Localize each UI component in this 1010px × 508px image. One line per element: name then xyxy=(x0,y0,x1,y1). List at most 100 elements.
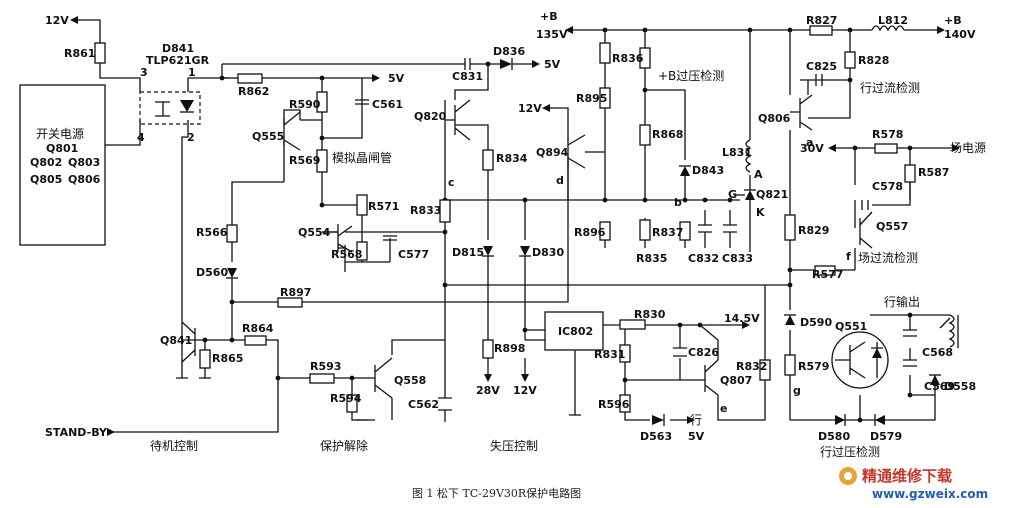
ic802-box xyxy=(544,311,604,351)
label-28v: 28V xyxy=(476,384,500,397)
label-node-k: K xyxy=(756,206,765,219)
label-release: 保护解除 xyxy=(320,438,368,453)
label-d579: D579 xyxy=(870,430,902,443)
label-node-b: b xyxy=(674,196,682,209)
label-c833: C833 xyxy=(722,252,753,265)
resistors xyxy=(94,25,916,413)
label-r827: R827 xyxy=(806,14,837,27)
label-power-title: 开关电源 xyxy=(36,127,84,141)
label-d836: D836 xyxy=(493,45,525,58)
label-q894: Q894 xyxy=(536,146,569,159)
label-q820: Q820 xyxy=(414,110,447,123)
label-r587: R587 xyxy=(918,166,949,179)
label-tlp621gr: TLP621GR xyxy=(146,54,210,67)
label-r579: R579 xyxy=(798,360,829,373)
label-r837: R837 xyxy=(652,226,683,239)
watermark-url: www.gzweix.com xyxy=(872,487,988,501)
label-d843: D843 xyxy=(692,164,724,177)
label-standby-ctrl: 待机控制 xyxy=(150,439,198,453)
label-q806-box: Q806 xyxy=(68,173,101,186)
label-d830: D830 xyxy=(532,246,564,259)
label-c569: C569 xyxy=(924,380,955,393)
label-b140: +B xyxy=(944,14,962,27)
label-5v-bot: 5V xyxy=(688,430,705,443)
power-supply-box xyxy=(19,84,106,246)
label-r829: R829 xyxy=(798,224,829,237)
label-line-oc: 行过流检测 xyxy=(860,80,920,95)
label-q554: Q554 xyxy=(298,226,331,239)
label-c825: C825 xyxy=(806,60,837,73)
label-q807: Q807 xyxy=(720,374,752,387)
label-r835: R835 xyxy=(636,252,667,265)
label-r566: R566 xyxy=(196,226,228,239)
label-pin4: 4 xyxy=(137,131,145,144)
label-line-out-arrow: 行 xyxy=(690,413,702,427)
optocoupler-box xyxy=(139,91,201,125)
label-q801: Q801 xyxy=(46,142,78,155)
label-5v-b: 5V xyxy=(544,58,561,71)
junctions xyxy=(202,27,913,423)
label-c826: C826 xyxy=(688,346,719,359)
label-node-d: d xyxy=(556,174,564,187)
wires xyxy=(75,19,955,433)
label-q841: Q841 xyxy=(160,334,192,347)
label-r596: R596 xyxy=(598,398,630,411)
watermark: 精通维修下载 www.gzweix.com xyxy=(839,467,988,501)
label-d563: D563 xyxy=(640,430,672,443)
label-d815: D815 xyxy=(452,246,484,259)
transistors xyxy=(181,94,889,399)
label-r569: R569 xyxy=(289,154,320,167)
label-c561: C561 xyxy=(372,98,403,111)
label-r593: R593 xyxy=(310,360,341,373)
label-c832: C832 xyxy=(688,252,719,265)
label-standby-in: STAND-BY xyxy=(45,426,108,439)
label-node-e: e xyxy=(720,402,727,415)
label-12v-top: 12V xyxy=(45,14,69,27)
label-d590: D590 xyxy=(800,316,832,329)
label-q821: Q821 xyxy=(756,188,788,201)
label-q802: Q802 xyxy=(30,156,62,169)
label-b135: +B xyxy=(540,10,558,23)
label-pin3: 3 xyxy=(140,66,148,79)
label-r834: R834 xyxy=(496,152,528,165)
label-line-output: 行输出 xyxy=(884,294,920,309)
label-node-c: c xyxy=(448,176,455,189)
label-r571: R571 xyxy=(368,200,399,213)
label-r831: R831 xyxy=(594,348,625,361)
label-scr: 模拟晶闸管 xyxy=(332,150,392,165)
label-r864: R864 xyxy=(242,322,274,335)
label-q806: Q806 xyxy=(758,112,791,125)
label-r568: R568 xyxy=(331,248,362,261)
label-field-oc: 场过流检测 xyxy=(858,250,918,265)
label-140v: 140V xyxy=(944,28,976,41)
label-node-g-upper: G xyxy=(728,188,737,201)
label-5v-a: 5V xyxy=(388,72,405,85)
watermark-name: 精通维修下载 xyxy=(862,467,952,485)
label-c568: C568 xyxy=(922,346,953,359)
label-line-ov: 行过压检测 xyxy=(820,444,880,459)
figure-caption: 图 1 松下 TC-29V30R保护电路图 xyxy=(412,486,581,500)
label-r896: R896 xyxy=(574,226,606,239)
label-r897: R897 xyxy=(280,286,311,299)
capacitors xyxy=(355,58,917,411)
diodes xyxy=(226,58,941,426)
label-c831: C831 xyxy=(452,70,483,83)
label-d558: D558 xyxy=(944,380,976,393)
label-pin1: 1 xyxy=(188,66,196,79)
label-q558: Q558 xyxy=(394,374,426,387)
inductors xyxy=(745,25,959,348)
labels: 12V R861 D841 TLP621GR 3 1 4 2 开关电源 Q801… xyxy=(30,10,986,500)
label-node-f: f xyxy=(846,250,851,263)
label-q805: Q805 xyxy=(30,173,62,186)
label-12v-bot: 12V xyxy=(513,384,537,397)
label-node-g: g xyxy=(793,384,801,397)
label-l831: L831 xyxy=(722,146,752,159)
label-q557: Q557 xyxy=(876,220,908,233)
label-r862: R862 xyxy=(238,85,269,98)
label-r832: R832 xyxy=(736,360,767,373)
label-d841: D841 xyxy=(162,42,194,55)
label-c562: C562 xyxy=(408,398,439,411)
label-d560: D560 xyxy=(196,266,228,279)
grounds xyxy=(176,240,751,421)
